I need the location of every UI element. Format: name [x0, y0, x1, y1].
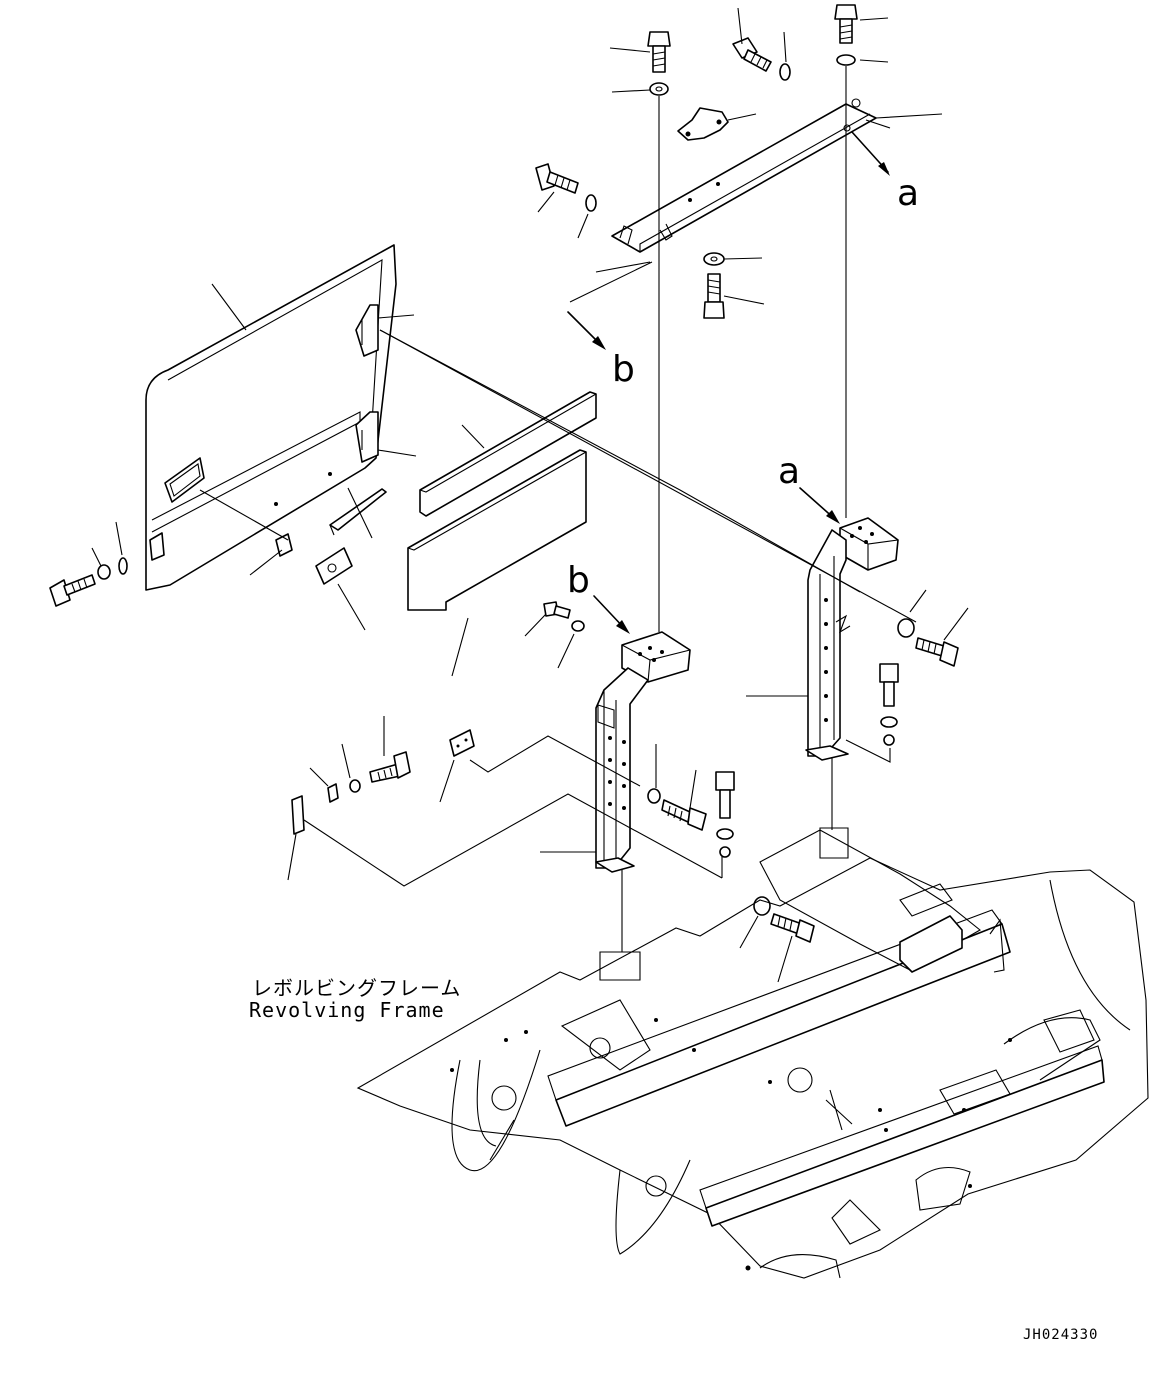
door-mounting-bolt — [49, 557, 128, 607]
lower-left-fasteners — [287, 716, 723, 887]
washer-top-left — [649, 82, 669, 96]
cross-bracket — [611, 98, 877, 253]
right-side-fasteners — [845, 589, 969, 763]
washer-under-bracket — [703, 252, 725, 266]
post-holes-right — [824, 598, 828, 722]
frame-label-jp: レボルビングフレーム — [252, 976, 462, 1000]
reference-mark-a-top: a — [897, 173, 920, 214]
u-clip — [677, 107, 729, 141]
assembly-guide-lines — [199, 66, 917, 952]
bolt-top-diagonal — [732, 37, 772, 72]
right-support-post — [746, 487, 899, 761]
bolt-top-right — [834, 4, 858, 44]
revolving-frame — [356, 827, 1149, 1279]
reference-mark-b-top: b — [612, 349, 635, 390]
drawing-code: JH024330 — [1023, 1327, 1099, 1343]
top-bracket-assembly — [535, 4, 943, 319]
washer-bracket-left — [585, 194, 597, 212]
frame-label-en: Revolving Frame — [249, 998, 445, 1022]
middle-fasteners — [647, 744, 815, 983]
bolt-top-left — [647, 31, 671, 73]
post-holes — [608, 736, 626, 810]
washer-top-right — [836, 54, 856, 66]
left-support-post — [524, 595, 691, 873]
door-panel — [91, 244, 417, 631]
washer-top-small — [779, 63, 791, 81]
reference-mark-b-post: b — [567, 560, 590, 601]
bolt-under-bracket — [703, 273, 725, 319]
bolt-bracket-left — [535, 163, 579, 194]
insulation-pads — [407, 391, 597, 677]
reference-mark-a-post: a — [778, 451, 801, 492]
